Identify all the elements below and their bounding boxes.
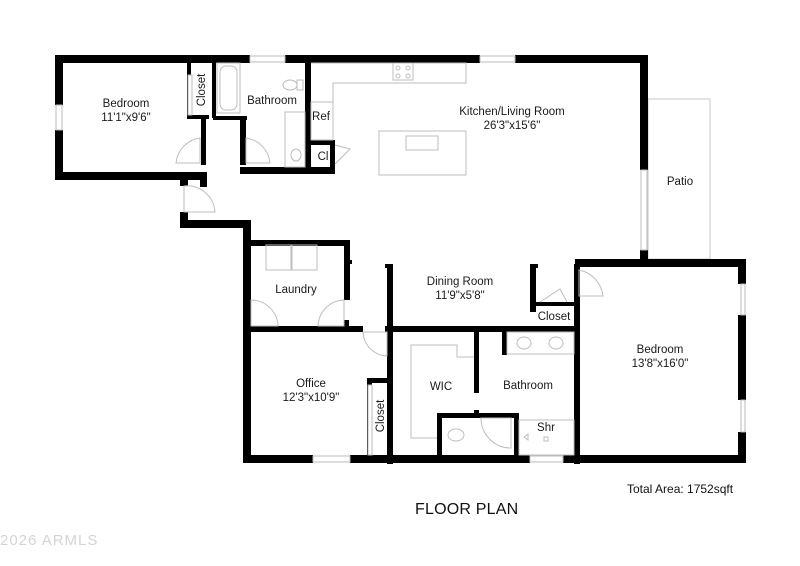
plan-title: FLOOR PLAN xyxy=(415,501,519,518)
room-label-cl: Cl xyxy=(317,151,329,163)
room-name: Bedroom xyxy=(102,98,150,110)
room-name: Kitchen/Living Room xyxy=(459,106,565,118)
room-label-bedroom-2: Bedroom 13'8"x16'0" xyxy=(632,343,689,371)
room-label-dining: Dining Room 11'9"x5'8" xyxy=(427,275,493,303)
room-dimension: 11'9"x5'8" xyxy=(435,290,485,302)
room-label-patio: Patio xyxy=(666,176,694,188)
room-label-kitchen-living: Kitchen/Living Room 26'3"x15'6" xyxy=(459,105,564,133)
room-label-closet-3: Closet xyxy=(375,399,387,433)
room-label-wic: WIC xyxy=(429,381,453,393)
room-name: Dining Room xyxy=(426,276,494,288)
room-label-bathroom-1: Bathroom xyxy=(247,95,297,107)
room-label-bedroom-1: Bedroom 11'1"x9'6" xyxy=(101,97,150,125)
room-label-ref: Ref xyxy=(312,111,330,123)
walls xyxy=(55,55,746,464)
room-label-shower: Shr xyxy=(537,422,555,434)
room-dimension: 26'3"x15'6" xyxy=(483,120,541,132)
room-dimension: 11'1"x9'6" xyxy=(101,112,151,124)
fixtures xyxy=(175,62,604,456)
room-name: Office xyxy=(296,378,326,390)
room-dimension: 12'3"x10'9" xyxy=(282,392,340,404)
room-label-closet-1: Closet xyxy=(196,73,208,107)
room-name: Bedroom xyxy=(636,344,684,356)
room-label-closet-2: Closet xyxy=(537,311,571,323)
room-label-office: Office 12'3"x10'9" xyxy=(283,377,340,405)
room-label-bathroom-2: Bathroom xyxy=(503,380,553,392)
total-area: Total Area: 1752sqft xyxy=(627,482,734,496)
windows xyxy=(55,55,746,463)
copyright-watermark: 2026 ARMLS xyxy=(0,532,99,549)
room-dimension: 13'8"x16'0" xyxy=(631,358,689,370)
room-label-laundry: Laundry xyxy=(275,284,317,296)
